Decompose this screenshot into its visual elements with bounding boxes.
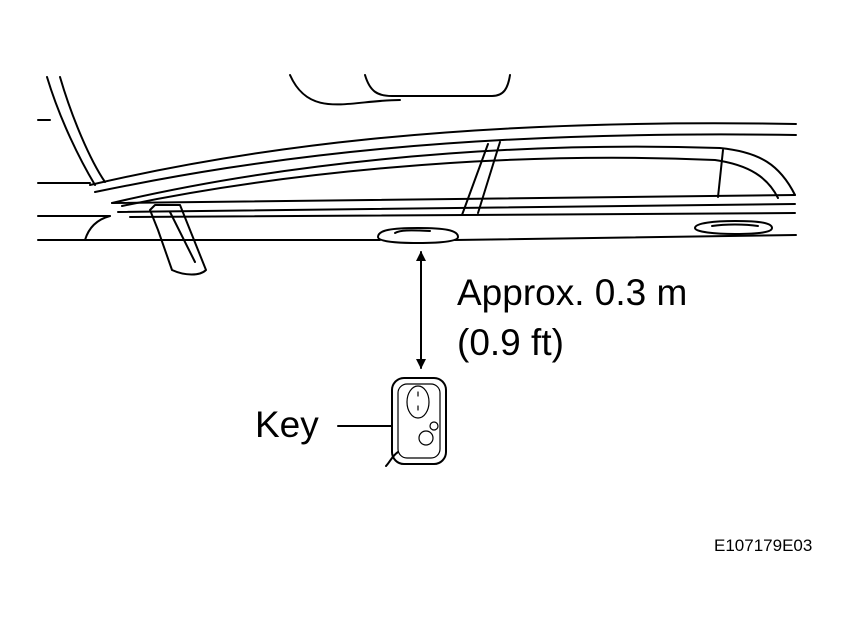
key-fob (385, 377, 447, 467)
key-label: Key (255, 404, 319, 445)
distance-label-line1: Approx. 0.3 m (457, 272, 688, 313)
car-body (37, 74, 797, 276)
distance-label-line2: (0.9 ft) (457, 322, 564, 363)
figure-id: E107179E03 (714, 536, 813, 555)
